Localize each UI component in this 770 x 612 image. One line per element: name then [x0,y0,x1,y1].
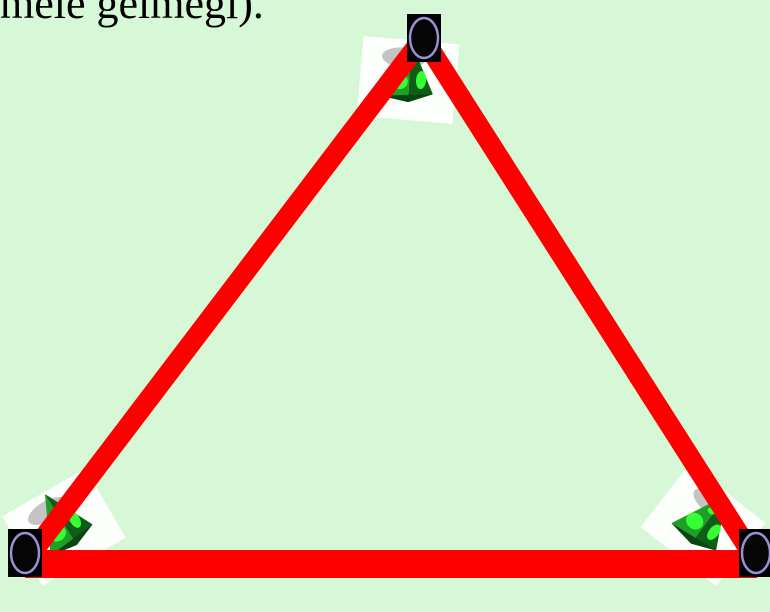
vertex-marker-bottom-left [6,527,44,579]
triangle-edge-left [15,28,433,572]
triangle-edge-right [413,28,767,572]
caption-text: mele gelmegi). [0,0,264,28]
vertex-marker-top [405,12,443,64]
vertex-marker-bottom-right [737,527,770,579]
